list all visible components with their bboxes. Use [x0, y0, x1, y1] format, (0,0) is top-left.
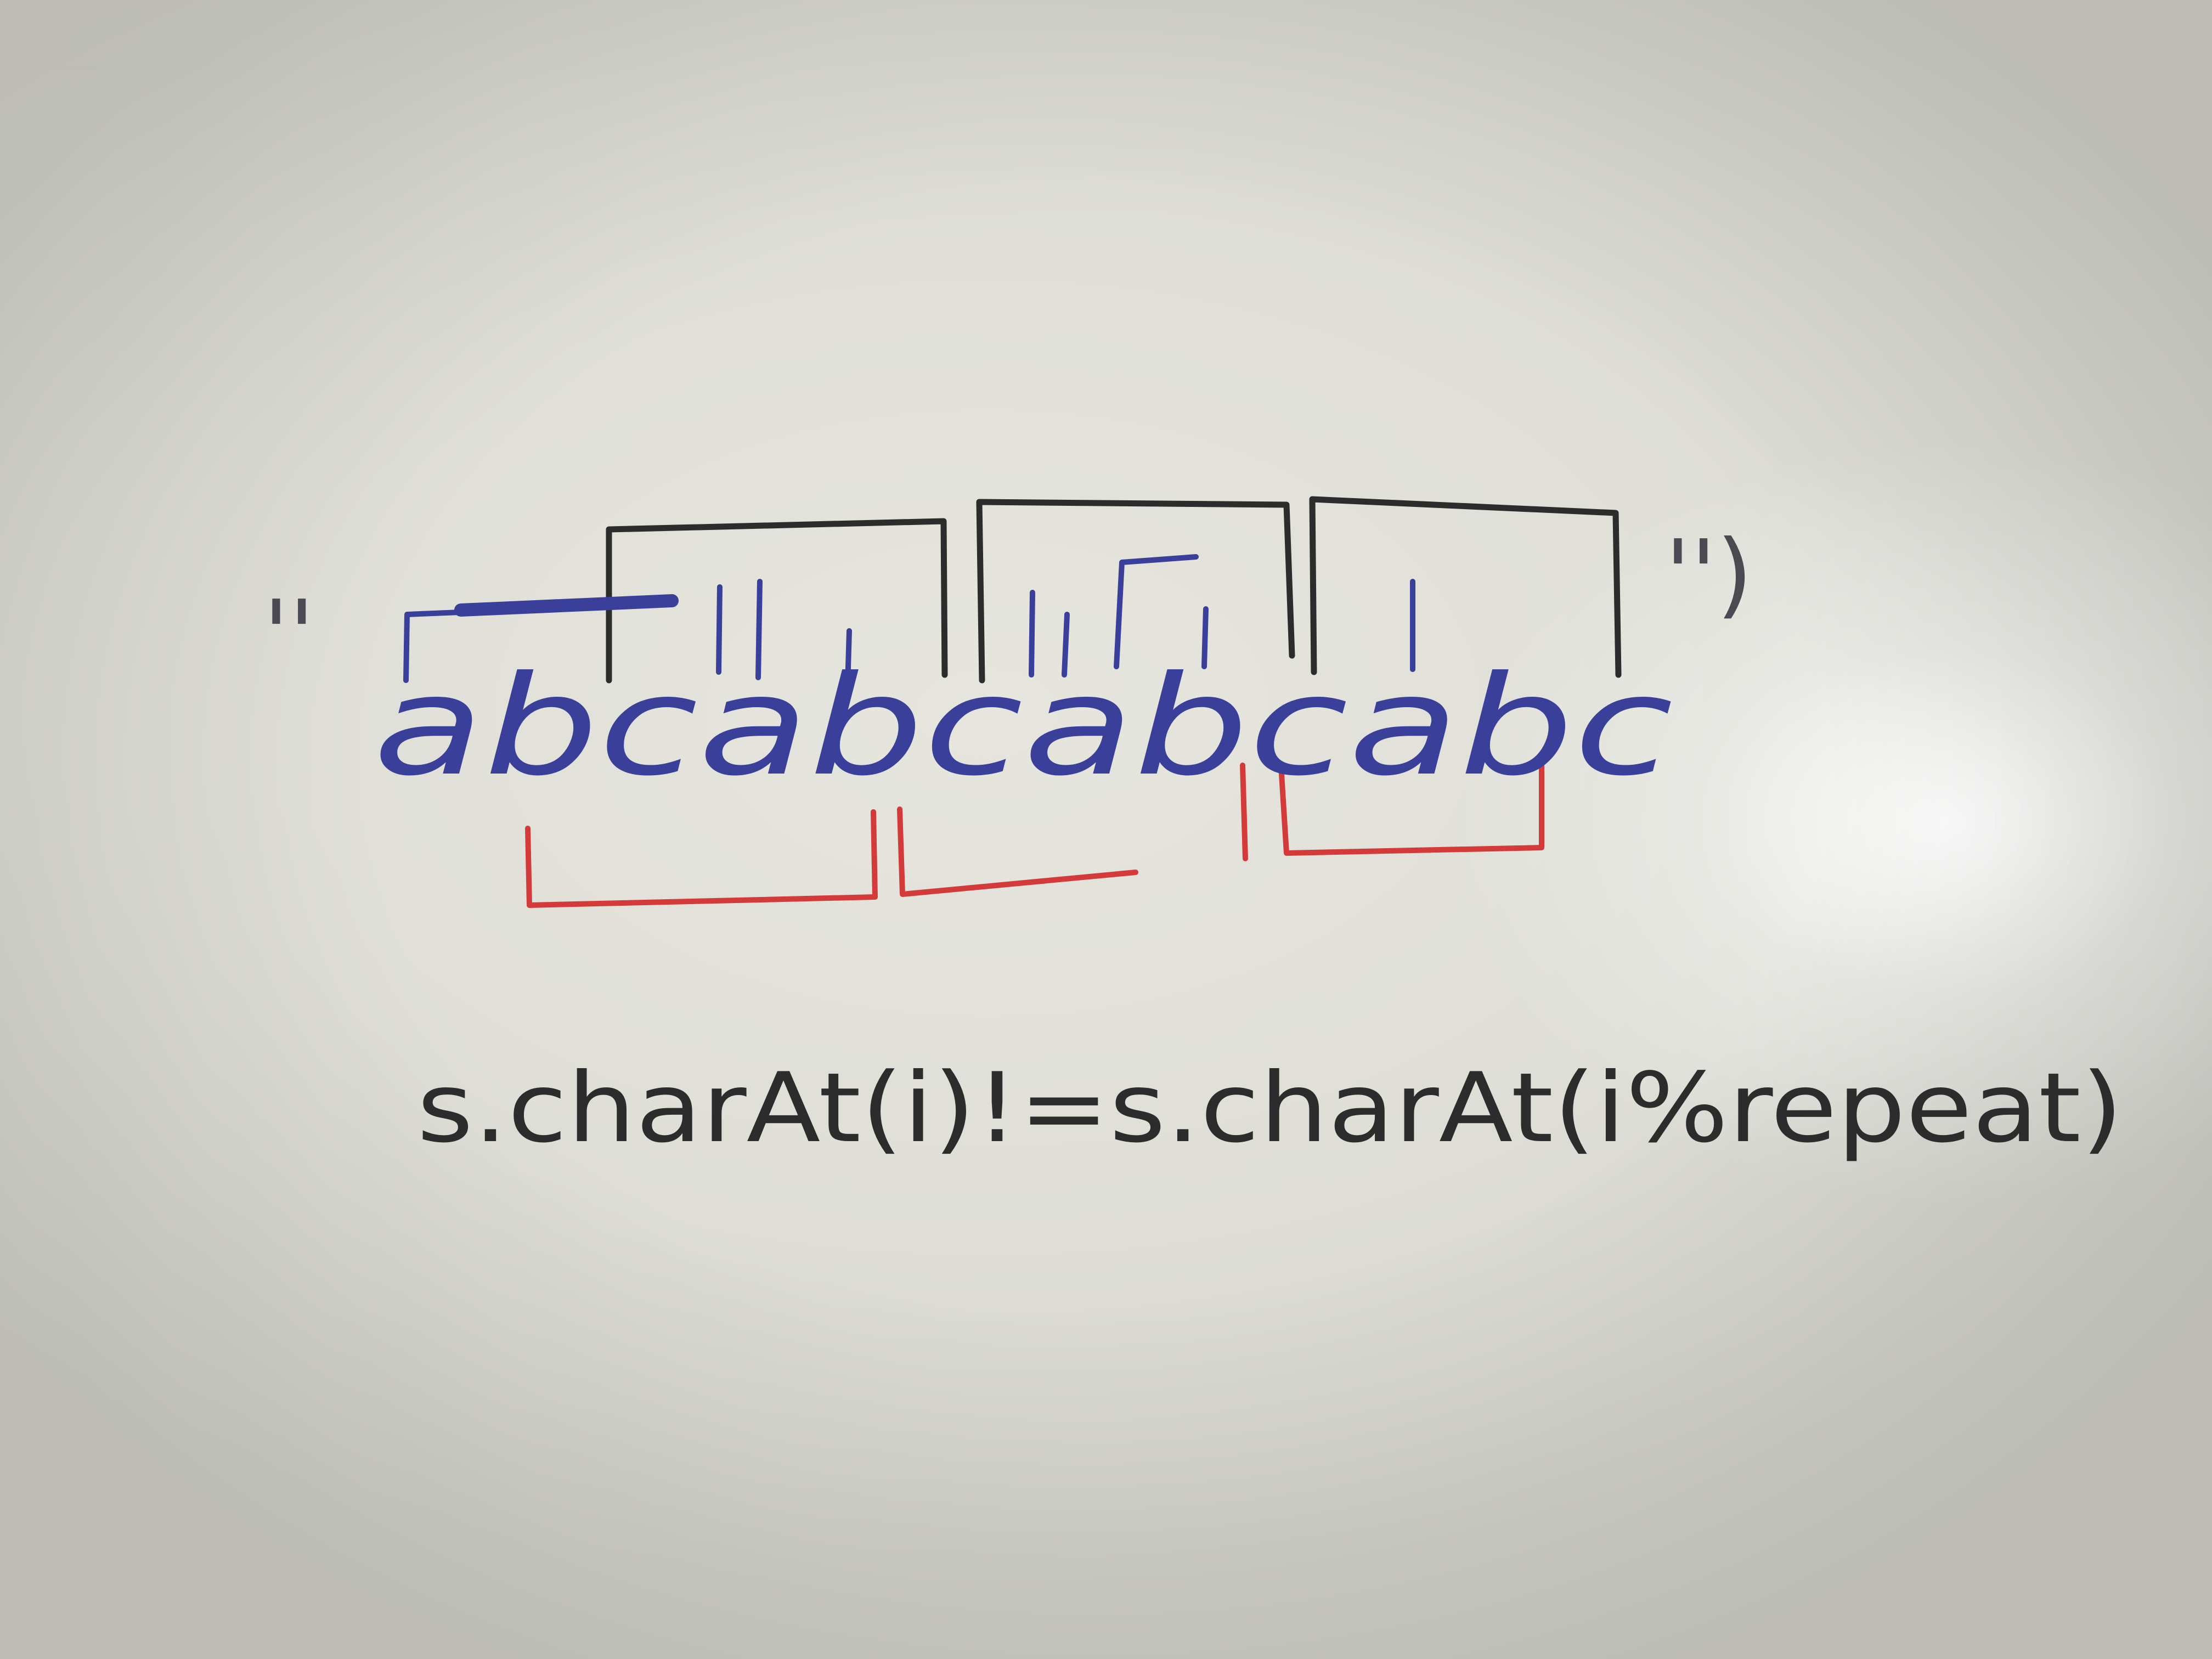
blue-bracket-4: [1029, 590, 1070, 678]
open-quote: '': [263, 580, 314, 689]
black-bracket-2: [976, 499, 1295, 684]
blue-brackets: [403, 554, 1415, 689]
blue-bracket-1-thick: [454, 594, 679, 617]
red-bracket-1: [525, 809, 878, 908]
string-text: abcabcabcabc: [373, 646, 1673, 806]
red-brackets: [525, 763, 1544, 908]
red-bracket-2: [897, 806, 1138, 897]
condition-text: s.charAt(i)!=s.charAt(i%repeat): [417, 1053, 2123, 1164]
blue-bracket-2: [716, 579, 763, 680]
blue-bracket-6: [1201, 606, 1209, 669]
blue-bracket-5: [1114, 554, 1199, 669]
close-quote: ''): [1665, 520, 1753, 629]
red-bracket-3: [1240, 763, 1544, 861]
blue-bracket-3: [845, 628, 852, 689]
black-bracket-3: [1309, 496, 1622, 678]
